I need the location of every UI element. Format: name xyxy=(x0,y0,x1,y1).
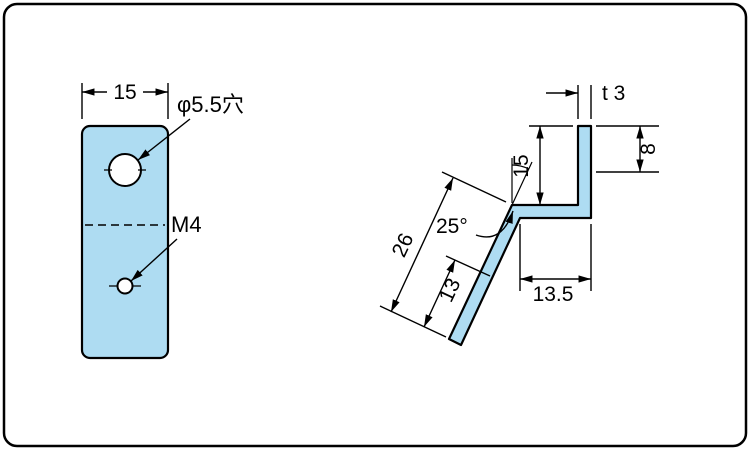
bracket-plate xyxy=(80,124,170,360)
thickness-dimension-label: t 3 xyxy=(602,82,625,105)
angle-dimension-label: 25° xyxy=(436,215,468,238)
angle-leader-arrow xyxy=(475,210,514,238)
width-dimension-label: 15 xyxy=(113,81,136,104)
slant-length-dimension-line xyxy=(390,177,454,313)
thickness-extension-lines xyxy=(577,85,592,119)
angle-arc xyxy=(511,164,530,170)
hole-height-dimension-label: 8 xyxy=(637,143,660,155)
width-label-mask xyxy=(107,81,143,101)
depth-dimension-label: 13.5 xyxy=(533,283,574,306)
hole-leader-arrow xyxy=(137,118,191,161)
thread-label: M4 xyxy=(171,212,202,237)
slant-top-extension-line xyxy=(441,171,507,203)
front-view: 15 φ5.5穴 M4 xyxy=(80,81,244,360)
tapped-hole xyxy=(116,277,134,295)
slant-mid-extension-line xyxy=(445,255,491,277)
hole-diameter-label: φ5.5穴 xyxy=(177,92,244,117)
thread-leader-arrow xyxy=(130,238,178,282)
clearance-hole xyxy=(108,153,142,187)
slant-lower-dimension-line xyxy=(423,259,456,328)
bracket-profile xyxy=(447,124,593,347)
hole-height-extension-lines xyxy=(596,125,659,173)
